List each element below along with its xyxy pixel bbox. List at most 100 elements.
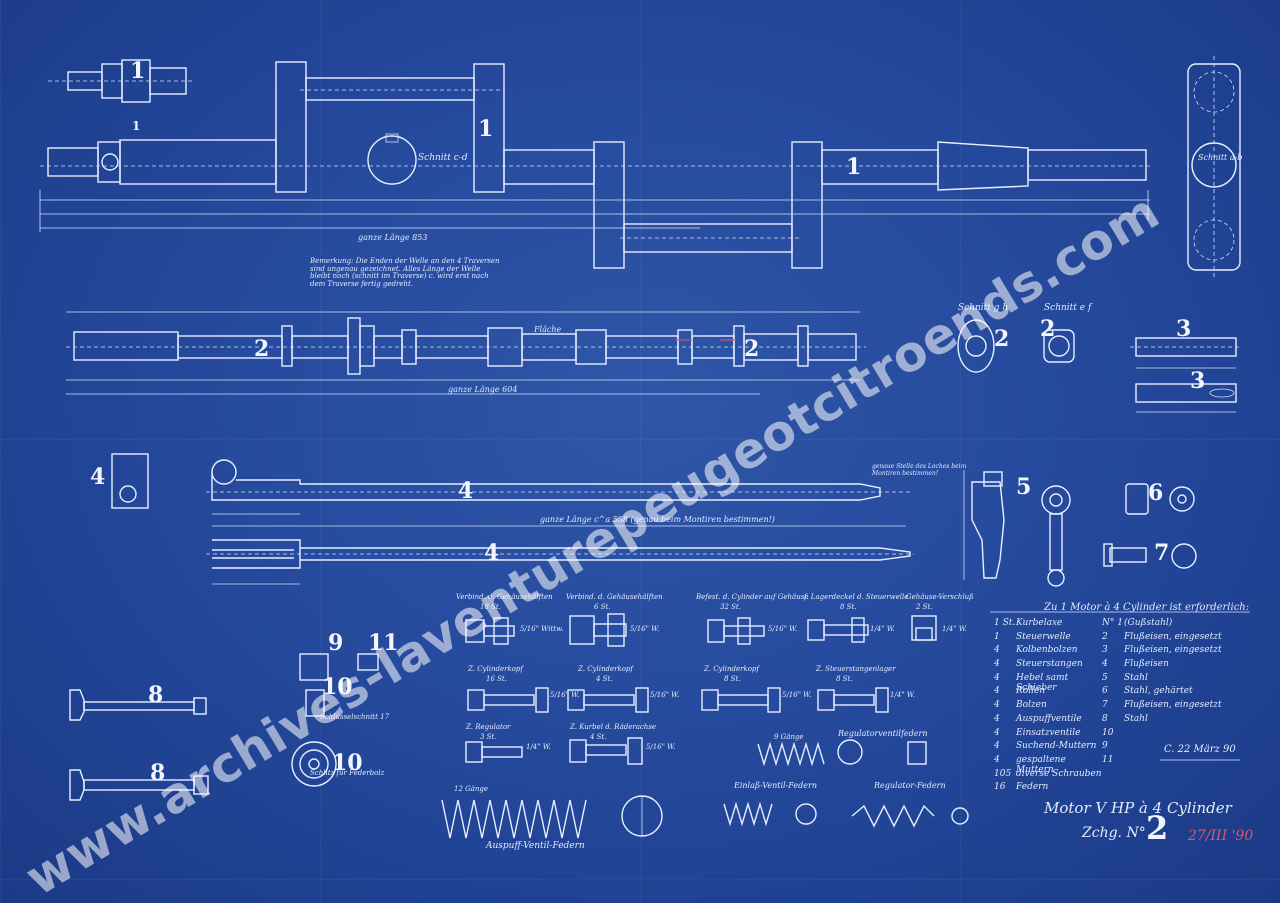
bolt-title: Z. Cylinderkopf	[578, 665, 633, 673]
bolt-qty: 8 St.	[836, 675, 853, 683]
part-number-4: 4	[484, 540, 500, 566]
spring-label-exhaust: Auspuff-Ventil-Federn	[486, 841, 585, 851]
bolt-thread: 5/16" Wittw.	[520, 625, 564, 633]
bolt-thread: 1/4" W.	[870, 625, 895, 633]
bolt-thread: 5/16" W.	[550, 691, 580, 699]
part-number-10: 10	[322, 674, 353, 700]
bolt-title: Z. Steuerstangenlager	[816, 665, 896, 673]
bolt-thread: 5/16" W.	[768, 625, 798, 633]
crank-web-side-view	[1187, 56, 1241, 278]
valve-slot-label: Schlitz für Federbolz	[310, 769, 385, 777]
bolt-thread: 5/16" W.	[782, 691, 812, 699]
bolt-title: Z. Regulator	[466, 723, 511, 731]
part-number-5: 5	[1016, 474, 1032, 500]
bolt-title: Z. Cylinderkopf	[468, 665, 523, 673]
bolt-title: Befest. d. Cylinder auf Gehäuse	[696, 593, 809, 601]
bolt-qty: 32 St.	[720, 603, 741, 611]
bolt-thread: 1/4" W.	[942, 625, 967, 633]
total-length-pushrod: ganze Länge c^a 538 (genau beim Montiren…	[540, 515, 775, 524]
section-label-gh: Schnitt g h	[958, 303, 1009, 313]
part-number-2: 2	[254, 336, 270, 362]
bolt-title: Z. Cylinderkopf	[704, 665, 759, 673]
bom-heading: Zu 1 Motor à 4 Cylinder ist erforderlich…	[1044, 602, 1250, 613]
bolt-qty: 18 St.	[480, 603, 501, 611]
shaft-note: Bemerkung: Die Enden der Welle an den 4 …	[310, 257, 500, 289]
total-length-camshaft: ganze Länge 604	[448, 385, 518, 394]
bolt-qty: 8 St.	[840, 603, 857, 611]
part-number-1: 1	[130, 58, 146, 84]
bolt-title: Verbind. d. Gehäusehälften	[456, 593, 553, 601]
part-number-6: 6	[1148, 480, 1164, 506]
part-number-1: 1	[846, 154, 862, 180]
part-number-2: 2	[744, 336, 760, 362]
drawing-title: Motor V HP à 4 Cylinder	[1044, 799, 1232, 817]
part-number-3: 3	[1176, 316, 1192, 342]
section-label-ab: Schnitt a-b	[1198, 153, 1243, 162]
bolt-qty: 8 St.	[724, 675, 741, 683]
red-date-stamp: 27/III '90	[1188, 828, 1254, 844]
bolt-thread: 1/4" W.	[526, 743, 551, 751]
bolt-title: Z. Kurbel d. Räderachse	[570, 723, 657, 731]
part-number-11: 11	[368, 630, 399, 656]
bolt-thread: 5/16" W.	[630, 625, 660, 633]
bolt-sketches	[465, 613, 937, 765]
section-label-ef: Schnitt e f	[1044, 303, 1092, 313]
push-rods	[111, 453, 914, 585]
wrench-size-label: Schlüsselschnitt 17	[320, 713, 390, 721]
part-number-1: 1	[478, 116, 494, 142]
camshaft-sections	[957, 319, 1075, 373]
part-number-8: 8	[150, 760, 166, 786]
drawing-number: 2	[1146, 809, 1169, 847]
bolt-thread: 5/16" W.	[650, 691, 680, 699]
spring-label-regulator-valve: Regulatorventilfedern	[838, 729, 928, 738]
bolt-qty: 3 St.	[480, 733, 497, 741]
part-number-8: 8	[148, 682, 164, 708]
part-number-4: 4	[458, 478, 474, 504]
camshaft-drawing	[66, 311, 866, 395]
bolt-qty: 16 St.	[486, 675, 507, 683]
part-number-9: 9	[328, 630, 344, 656]
spring-turns-9: 9 Gänge	[774, 733, 804, 741]
bolt-qty: 4 St.	[590, 733, 607, 741]
bolt-qty: 2 St.	[916, 603, 933, 611]
spring-label-inlet: Einlaß-Ventil-Federn	[734, 781, 817, 790]
flat-surface-label: Fläche	[534, 325, 562, 334]
crank-end-detail	[47, 59, 195, 183]
part-number-4: 4	[90, 464, 106, 490]
signature-date: C. 22 März 90	[1164, 744, 1236, 755]
part-number-10: 10	[332, 750, 363, 776]
total-length-crankshaft: ganze Länge 853	[358, 233, 428, 242]
bolt-qty: 6 St.	[594, 603, 611, 611]
drawing-number-label: Zchg. N°	[1082, 825, 1146, 841]
bolt-thread: 5/16" W.	[646, 743, 676, 751]
bolt-title: Gehäuse-Verschluß	[906, 593, 974, 601]
bolt-title: f. Lagerdeckel d. Steuerwelle	[804, 593, 909, 601]
part-number-2: 2	[1040, 316, 1056, 342]
crankshaft-drawing	[39, 61, 1150, 269]
part-number-2: 2	[994, 326, 1010, 352]
part-number-1: 1	[132, 119, 141, 133]
lever-roller-bolt	[963, 470, 1197, 587]
pushrod-hole-note: genaue Stelle des Loches beim Montiren b…	[872, 463, 967, 477]
spring-turns-12: 12 Gänge	[454, 785, 489, 793]
part-number-7: 7	[1154, 540, 1170, 566]
spring-label-regulator: Regulator-Federn	[874, 781, 946, 790]
piston-pins	[1130, 337, 1242, 413]
bolt-thread: 1/4" W.	[890, 691, 915, 699]
bolt-title: Verbind. d. Gehäusehälften	[566, 593, 663, 601]
